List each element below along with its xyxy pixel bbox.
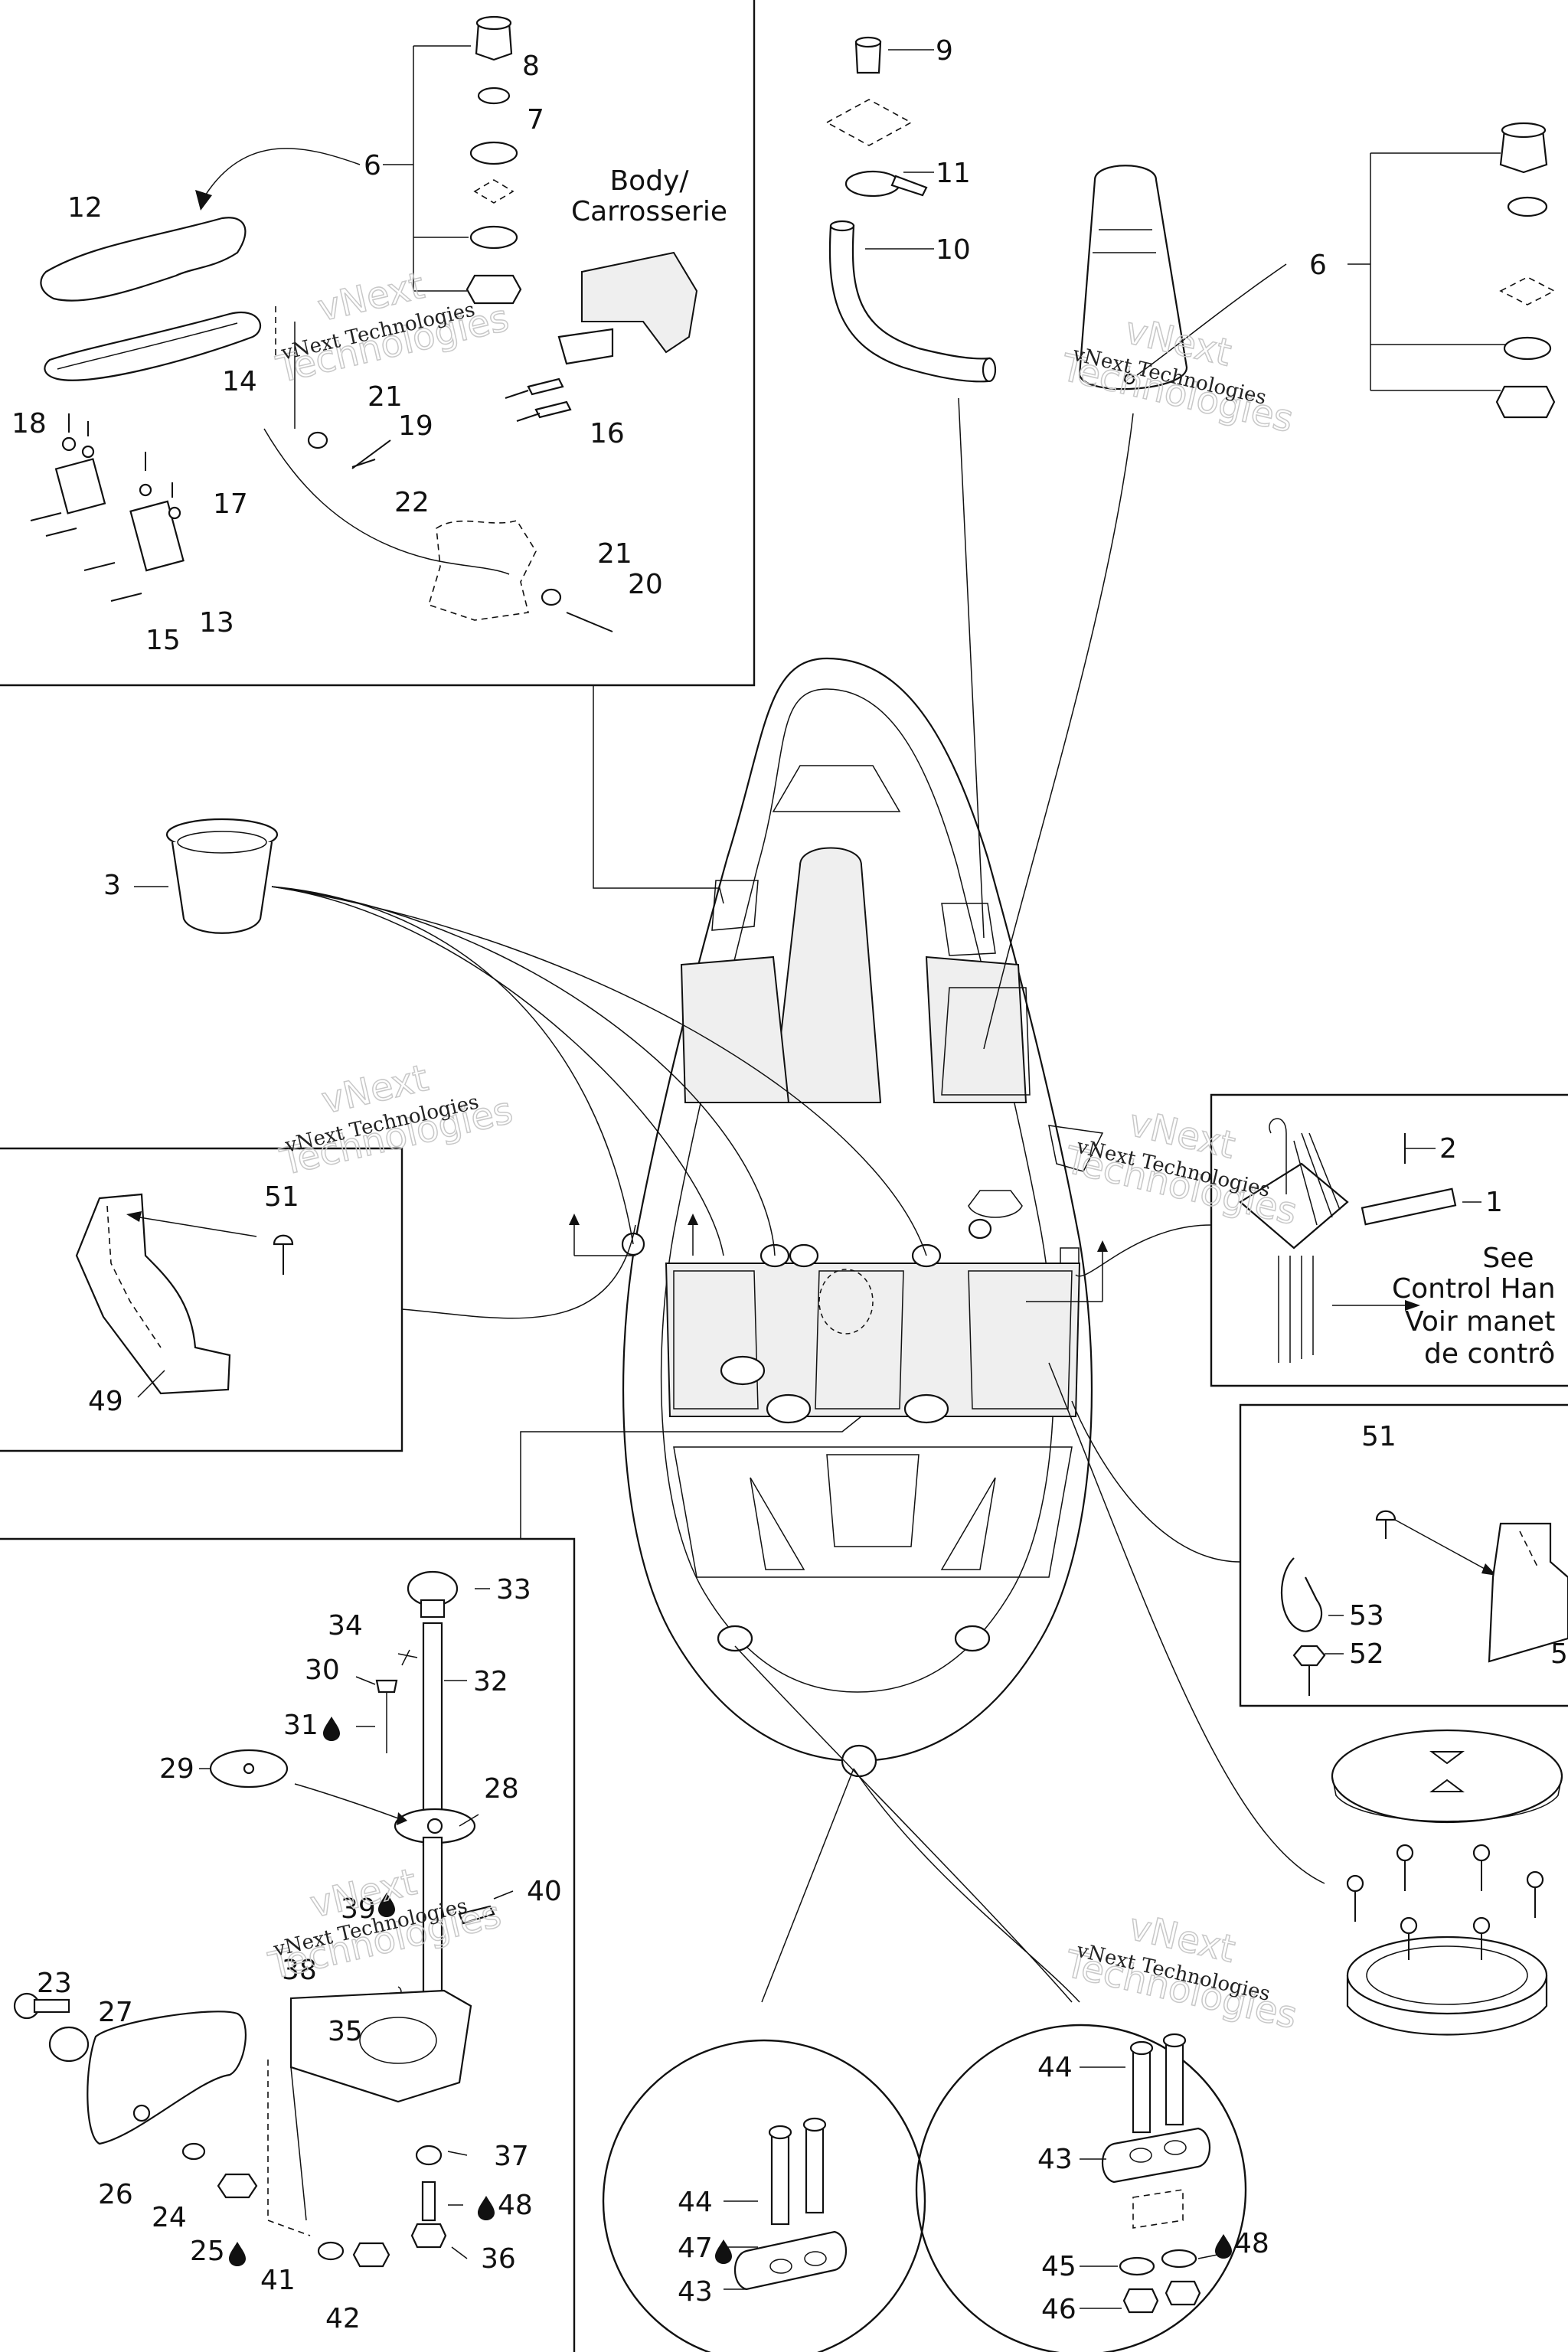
label-31: 31 (283, 1710, 318, 1741)
steering-pivot-assembly (13, 1570, 495, 2268)
liquid-drop-icon (715, 2239, 732, 2264)
label-51-left: 51 (264, 1181, 299, 1213)
label-43-left: 43 (678, 2276, 713, 2308)
label-44-left: 44 (678, 2187, 713, 2218)
label-35: 35 (328, 2016, 363, 2047)
label-6-right: 6 (1309, 250, 1327, 281)
label-52: 52 (1349, 1638, 1384, 1670)
cover-screws (1346, 1844, 1544, 1960)
mount-detail-left (602, 2039, 926, 2352)
body-text-en: Body/ (609, 165, 689, 197)
label-29: 29 (159, 1753, 194, 1785)
liquid-drop-icon (478, 2196, 495, 2220)
label-41: 41 (260, 2265, 296, 2296)
liquid-drop-icon (229, 2242, 246, 2266)
body-text-fr: Carrosserie (571, 196, 727, 227)
label-19: 19 (398, 410, 433, 442)
label-21a: 21 (368, 381, 403, 413)
label-11: 11 (936, 158, 971, 189)
label-27: 27 (98, 1997, 133, 2028)
label-1: 1 (1485, 1187, 1503, 1218)
see-text-2: Control Han (1392, 1273, 1556, 1305)
label-42: 42 (325, 2303, 361, 2334)
label-6: 6 (364, 150, 381, 181)
rear-seat-cover (1078, 122, 1556, 419)
label-5: 5 (1550, 1638, 1568, 1670)
label-16: 16 (590, 418, 625, 449)
label-23: 23 (37, 1968, 72, 1999)
label-10: 10 (936, 234, 971, 266)
label-9: 9 (936, 35, 953, 67)
label-20: 20 (628, 569, 663, 600)
label-47: 47 (678, 2233, 713, 2264)
label-53: 53 (1349, 1600, 1384, 1632)
liquid-drop-icon (378, 1893, 395, 1917)
label-37: 37 (494, 2141, 529, 2172)
label-17: 17 (213, 488, 248, 520)
label-24: 24 (152, 2202, 187, 2233)
cup-holder-insert (134, 818, 279, 934)
label-7: 7 (527, 104, 544, 136)
label-leaders (199, 1148, 1413, 2309)
seat-bushing-assembly (30, 15, 698, 632)
label-8: 8 (522, 51, 540, 82)
label-21b: 21 (597, 538, 632, 570)
label-13: 13 (199, 607, 234, 639)
callout-labels: 6 7 8 12 13 14 15 16 17 18 19 20 21 21 2… (11, 35, 1568, 2334)
side-bracket-49 (75, 1193, 294, 1398)
label-12: 12 (67, 192, 103, 224)
label-49: 49 (88, 1386, 123, 1417)
label-32: 32 (473, 1666, 508, 1697)
liquid-drop-icon (1215, 2234, 1232, 2259)
label-51-right: 51 (1361, 1421, 1396, 1452)
label-43-right: 43 (1037, 2144, 1073, 2175)
access-cover-assembly (1331, 1729, 1563, 2036)
side-bracket-right (1280, 1510, 1568, 1696)
see-text-1: See (1482, 1243, 1534, 1274)
label-28: 28 (484, 1773, 519, 1805)
label-26: 26 (98, 2179, 133, 2210)
mount-detail-right (915, 2024, 1247, 2352)
label-34: 34 (328, 1610, 363, 1642)
see-text-4: de contrô (1424, 1338, 1555, 1370)
label-38: 38 (282, 1955, 317, 1986)
label-3: 3 (103, 870, 121, 901)
label-36: 36 (481, 2243, 516, 2275)
label-14: 14 (222, 366, 257, 397)
drop-icons (229, 1717, 1232, 2266)
liquid-drop-icon (323, 1717, 340, 1741)
label-2: 2 (1439, 1133, 1457, 1165)
label-44-right: 44 (1037, 2052, 1073, 2083)
watercraft-hull (621, 657, 1104, 1778)
label-22: 22 (394, 487, 430, 518)
label-48-right: 48 (1234, 2228, 1269, 2259)
label-18: 18 (11, 408, 47, 439)
label-45: 45 (1041, 2251, 1076, 2282)
label-46: 46 (1041, 2294, 1076, 2325)
leader-lines (271, 397, 1325, 2003)
label-48-left: 48 (498, 2190, 533, 2221)
control-handle-assembly (1239, 1118, 1481, 1363)
label-25: 25 (190, 2236, 225, 2267)
label-33: 33 (496, 1574, 531, 1606)
label-15: 15 (145, 625, 181, 656)
label-39: 39 (341, 1893, 376, 1925)
see-text-3: Voir manet (1405, 1306, 1555, 1338)
label-40: 40 (527, 1876, 562, 1907)
vent-hose-assembly (825, 36, 997, 383)
label-30: 30 (305, 1655, 340, 1686)
